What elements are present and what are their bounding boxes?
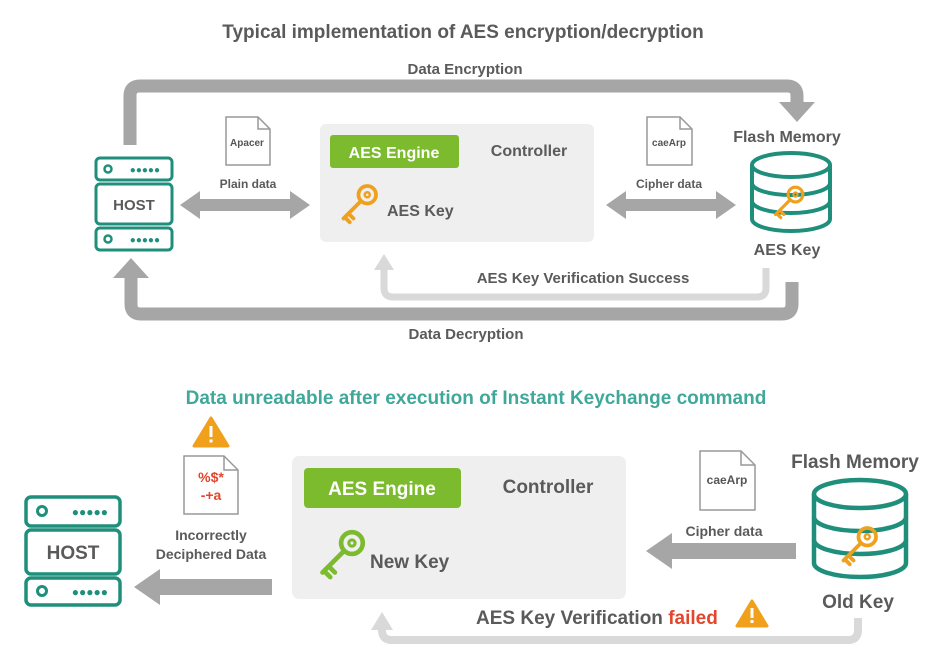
failed-label: failed — [668, 608, 718, 629]
verification-arrow — [371, 612, 862, 644]
document-icon — [646, 116, 693, 166]
document-icon — [225, 116, 271, 166]
data-decryption-arrow — [113, 258, 799, 321]
cipher-data-label: Cipher data — [685, 523, 762, 539]
aes-engine-label: AES Engine — [328, 479, 436, 500]
aes-engine-label: AES Engine — [349, 145, 440, 162]
cipher-doc-text: caeArp — [707, 473, 748, 487]
garbled-text-line1: %$* — [198, 469, 224, 485]
svg-text:●●●●●: ●●●●● — [72, 505, 108, 519]
document-icon — [183, 455, 239, 515]
output-arrow — [134, 569, 272, 605]
verification-label: AES Key Verification — [476, 608, 668, 629]
bottom-title: Data unreadable after execution of Insta… — [186, 388, 767, 409]
cipher-data-arrow — [606, 191, 736, 219]
top-title: Typical implementation of AES encryption… — [222, 22, 703, 43]
host-label: HOST — [47, 543, 100, 564]
data-decryption-label: Data Decryption — [408, 326, 523, 343]
controller-label: Controller — [503, 477, 594, 498]
verification-success-label: AES Key Verification Success — [477, 270, 690, 287]
cipher-input-arrow — [646, 533, 796, 569]
verification-arrow — [374, 254, 770, 301]
server-icon: ●●●●● ●●●●● — [94, 156, 174, 252]
svg-text:●●●●●: ●●●●● — [72, 585, 108, 599]
new-key-label: New Key — [370, 552, 450, 573]
flash-memory-label: Flash Memory — [733, 129, 841, 146]
cipher-doc-text: caeArp — [652, 138, 686, 149]
database-icon — [750, 151, 832, 233]
incorrect-data-label-line2: Deciphered Data — [156, 546, 267, 562]
plain-data-arrow — [180, 191, 310, 219]
garbled-text-line2: -+a — [201, 487, 222, 503]
data-encryption-arrow — [123, 79, 815, 145]
verification-failed-label: AES Key Verification failed — [476, 608, 718, 629]
aes-key-label: AES Key — [387, 203, 454, 220]
svg-text:●●●●●: ●●●●● — [130, 235, 160, 246]
svg-text:●●●●●: ●●●●● — [130, 165, 160, 176]
flash-key-label: AES Key — [754, 242, 821, 259]
old-key-label: Old Key — [822, 592, 894, 613]
cipher-data-label: Cipher data — [636, 177, 702, 191]
warning-icon — [192, 416, 230, 448]
incorrect-data-label-line1: Incorrectly — [175, 527, 247, 543]
plain-doc-text: Apacer — [230, 138, 264, 149]
plain-data-label: Plain data — [220, 177, 277, 191]
host-label: HOST — [113, 197, 155, 214]
controller-label: Controller — [491, 143, 567, 160]
warning-icon — [735, 599, 769, 628]
data-encryption-label: Data Encryption — [407, 61, 522, 78]
document-icon — [699, 450, 756, 511]
database-icon — [811, 477, 909, 580]
server-icon: ●●●●● ●●●●● — [24, 495, 122, 607]
aes-engine-box — [304, 468, 461, 508]
aes-engine-box — [330, 135, 459, 168]
flash-memory-label: Flash Memory — [791, 452, 919, 473]
